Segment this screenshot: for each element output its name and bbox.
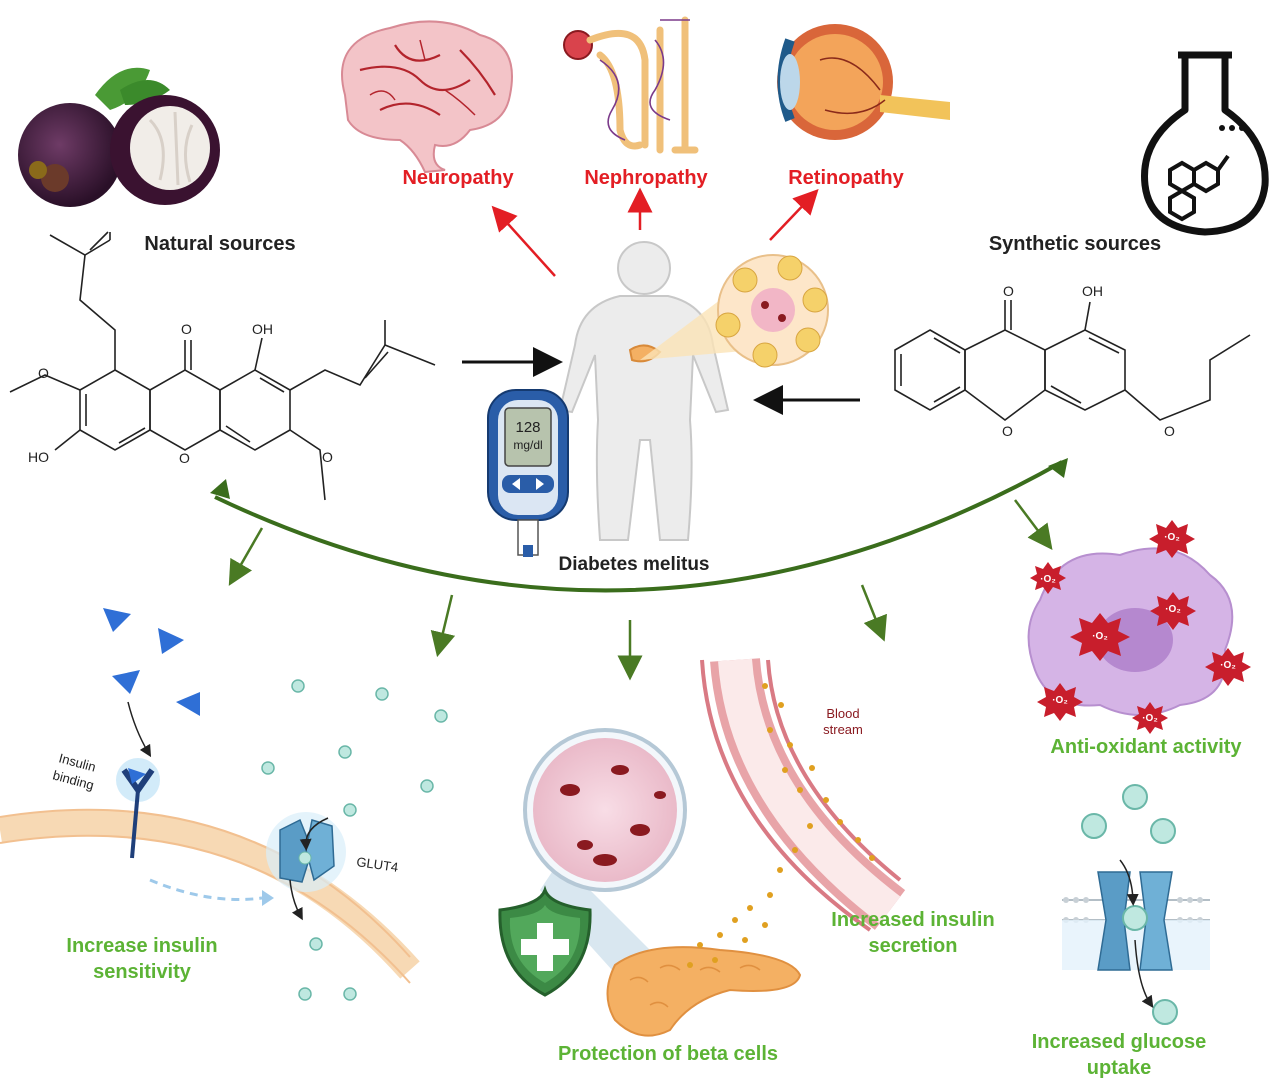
- ros-label: ·O₂: [1165, 604, 1181, 615]
- chemistry-flask-icon: [1141, 51, 1269, 236]
- glut4-transporter-icon: [266, 812, 346, 892]
- shield-plus-icon: [498, 885, 592, 997]
- chem-label-o: O: [322, 449, 333, 465]
- label-increased-insulin-secretion: secretion: [869, 935, 958, 957]
- beta-cell-magnification-icon: [523, 728, 687, 892]
- blood-vessel-icon: [700, 657, 906, 932]
- label-diabetes-melitus: Diabetes melitus: [559, 554, 710, 575]
- ros-label: ·O₂: [1142, 713, 1158, 724]
- label-synthetic-sources: Synthetic sources: [989, 233, 1161, 255]
- effect-arrows: [228, 499, 1053, 681]
- ros-label: ·O₂: [1164, 532, 1180, 543]
- label-increased-insulin-secretion: Increased insulin: [831, 909, 994, 931]
- arrow-to-retinopathy: [769, 188, 819, 241]
- cell-membrane-icon: [0, 808, 420, 984]
- translocation-arrow: [149, 878, 263, 901]
- superoxide-radicals: ·O₂ ·O₂ ·O₂ ·O₂ ·O₂ ·O₂ ·O₂: [1030, 520, 1251, 734]
- label-retinopathy: Retinopathy: [788, 167, 904, 189]
- chem-label-o: O: [38, 365, 49, 381]
- glucose-molecules: [261, 679, 448, 1001]
- insulin-granules: [687, 683, 875, 968]
- chem-label-o: O: [181, 321, 192, 337]
- chem-label-oh: OH: [1082, 283, 1103, 299]
- label-increase-insulin-sensitivity: sensitivity: [93, 961, 192, 983]
- pancreas-tissue-magnification-icon: [640, 254, 829, 368]
- mangosteen-fruit-icon: [18, 67, 220, 207]
- synthetic-xanthone-structure: [894, 300, 1251, 421]
- uptake-arrow-in: [1119, 859, 1139, 906]
- label-increased-glucose-uptake: Increased glucose: [1032, 1031, 1207, 1053]
- arc-end-left: [210, 479, 230, 499]
- chem-label-o: O: [1164, 423, 1175, 439]
- insulin-molecules: [103, 608, 200, 716]
- brain-icon: [341, 20, 513, 174]
- eye-icon: [777, 24, 950, 140]
- nephron-icon: [563, 16, 699, 154]
- chem-label-oh: OH: [252, 321, 273, 337]
- uptake-arrow-out: [1134, 939, 1154, 1008]
- chem-label-o: O: [179, 450, 190, 466]
- label-blood-stream: stream: [823, 722, 863, 737]
- label-glut4: GLUT4: [356, 854, 400, 875]
- arc-end-right: [1048, 458, 1068, 478]
- label-increased-glucose-uptake: uptake: [1087, 1057, 1151, 1079]
- human-body-icon: [558, 241, 730, 541]
- ros-label: ·O₂: [1040, 574, 1056, 585]
- chem-label-o: O: [1002, 423, 1013, 439]
- glucometer-icon: [487, 389, 569, 557]
- ros-label: ·O₂: [1052, 695, 1068, 706]
- pancreas-icon: [540, 860, 802, 1037]
- label-nephropathy: Nephropathy: [584, 167, 708, 189]
- label-protection-of-beta-cells: Protection of beta cells: [558, 1043, 778, 1065]
- natural-xanthone-structure: [9, 231, 436, 501]
- label-neuropathy: Neuropathy: [402, 167, 514, 189]
- glucometer-reading: 128: [515, 419, 540, 436]
- ros-label: ·O₂: [1220, 660, 1236, 671]
- chem-label-o: O: [1003, 283, 1014, 299]
- label-blood-stream: Blood: [826, 706, 859, 721]
- label-natural-sources: Natural sources: [144, 233, 295, 255]
- uptake-glucose-molecules: [1081, 784, 1178, 1025]
- arrow-to-neuropathy: [491, 205, 556, 277]
- chem-label-ho: HO: [28, 449, 49, 465]
- label-anti-oxidant-activity: Anti-oxidant activity: [1050, 736, 1242, 758]
- glucose-entry-arrow: [299, 817, 329, 851]
- glucose-exit-arrow: [289, 879, 303, 921]
- glucometer-unit: mg/dl: [513, 438, 542, 452]
- label-increase-insulin-sensitivity: Increase insulin: [66, 935, 217, 957]
- effects-arc: [214, 460, 1063, 593]
- insulin-binding-arrow: [127, 701, 152, 758]
- insulin-receptor-icon: [116, 758, 160, 859]
- translocation-arrowhead: [262, 890, 274, 906]
- ros-label: ·O₂: [1092, 631, 1108, 642]
